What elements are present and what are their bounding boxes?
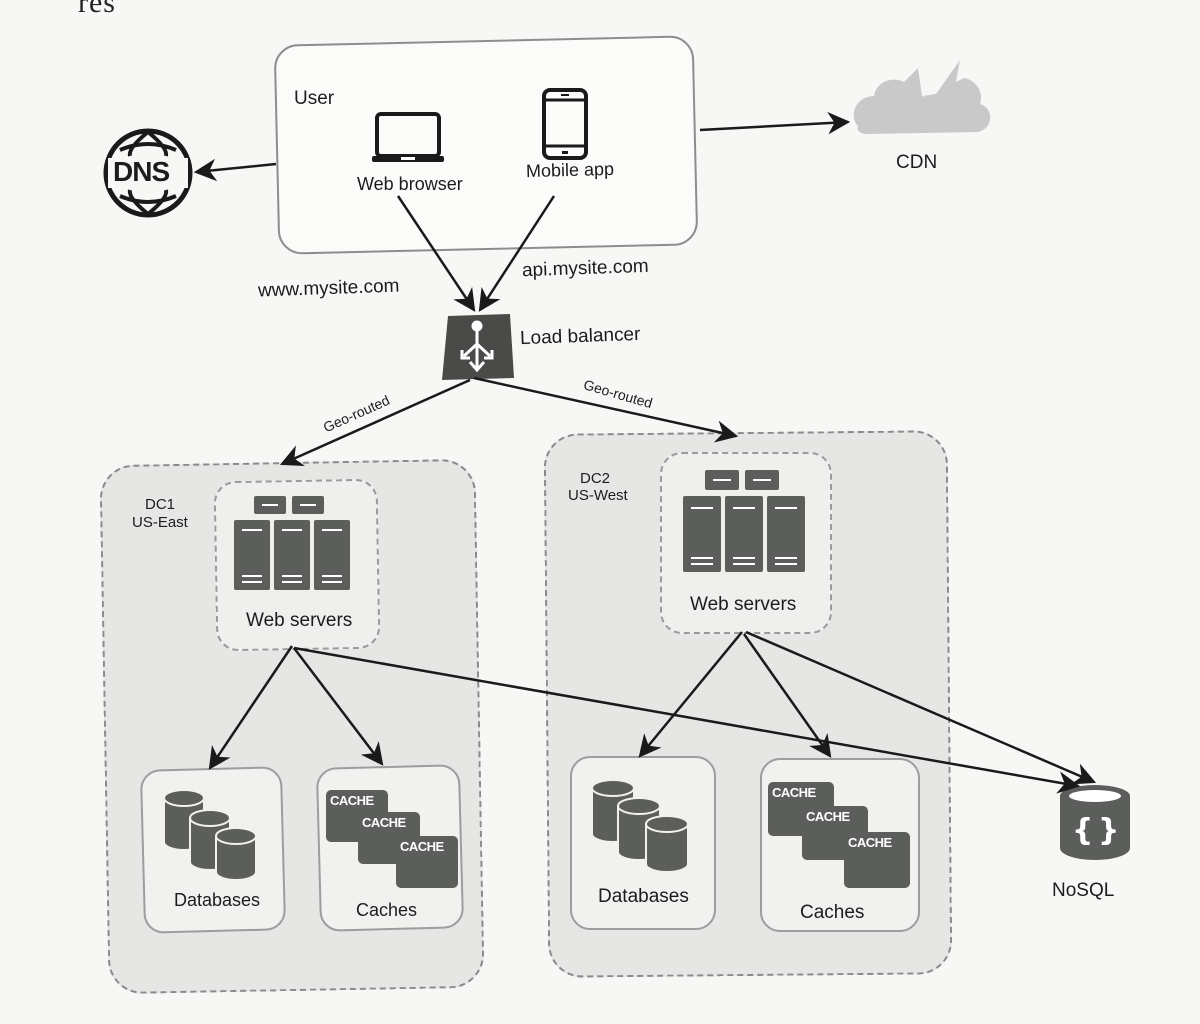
geo-routed-label-left: Geo-routed bbox=[320, 391, 392, 436]
mobile-app-label: Mobile app bbox=[525, 158, 615, 182]
geo-routed-label-right: Geo-routed bbox=[581, 376, 655, 412]
web-browser-label: Web browser bbox=[357, 174, 463, 194]
server-rack-icon bbox=[683, 468, 805, 581]
user-group-title: User bbox=[294, 88, 335, 109]
svg-text:{: { bbox=[1072, 813, 1093, 848]
databases-label-dc1: Databases bbox=[174, 890, 261, 910]
cache-tile: CACHE bbox=[396, 836, 458, 888]
cdn-label: CDN bbox=[896, 152, 938, 173]
svg-text:}: } bbox=[1098, 813, 1119, 848]
nosql-label: NoSQL bbox=[1052, 880, 1115, 901]
caches-label-dc2: Caches bbox=[800, 902, 865, 923]
databases-label-dc2: Databases bbox=[598, 886, 689, 907]
web-servers-label-dc2: Web servers bbox=[690, 594, 797, 615]
edge-user-to-dns bbox=[193, 158, 277, 182]
nosql-database-icon[interactable]: { } bbox=[1058, 784, 1132, 867]
server-rack-icon bbox=[234, 494, 354, 599]
dc2-region: US-West bbox=[568, 487, 628, 504]
cloud-icon[interactable] bbox=[852, 56, 996, 145]
cache-tile: CACHE bbox=[844, 832, 910, 888]
user-group-box bbox=[273, 35, 699, 255]
database-cylinders-icon bbox=[590, 778, 694, 879]
dns-label: DNS bbox=[113, 156, 170, 187]
edge-user-to-cdn bbox=[699, 111, 851, 135]
laptop-icon[interactable] bbox=[372, 112, 446, 169]
load-balancer-label: Load balancer bbox=[519, 323, 641, 350]
edge-lb-to-dc1 bbox=[279, 378, 471, 467]
mobile-phone-icon[interactable] bbox=[542, 88, 588, 165]
caches-label-dc1: Caches bbox=[356, 900, 418, 920]
globe-icon[interactable] bbox=[100, 128, 196, 223]
web-servers-label-dc1: Web servers bbox=[246, 610, 353, 631]
dc1-name: DC1 bbox=[145, 496, 176, 513]
page-text-fragment: res bbox=[78, 0, 116, 19]
dc2-name: DC2 bbox=[580, 470, 611, 487]
dc1-region: US-East bbox=[132, 514, 188, 531]
load-balancer-icon[interactable] bbox=[442, 314, 516, 385]
web-route-label: www.mysite.com bbox=[257, 275, 400, 302]
api-route-label: api.mysite.com bbox=[521, 255, 650, 282]
database-cylinders-icon bbox=[162, 788, 262, 885]
